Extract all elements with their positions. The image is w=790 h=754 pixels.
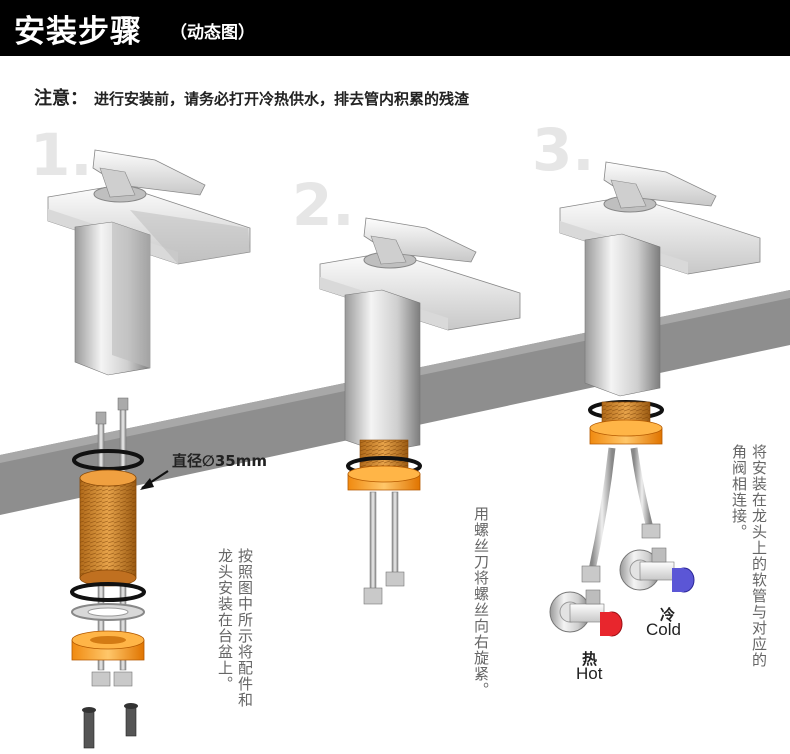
step1-caption-col1: 按照图中所示将配件和 bbox=[236, 548, 254, 708]
step-number-1: 1. bbox=[30, 121, 92, 189]
step-number-3: 3. bbox=[532, 116, 594, 184]
cold-label-en: Cold bbox=[646, 620, 681, 639]
faucet-step-3 bbox=[559, 161, 761, 583]
step2-caption: 用螺丝刀将螺丝向右旋紧。 bbox=[472, 506, 490, 698]
dimension-label: 直径∅35mm bbox=[172, 452, 267, 470]
page-title: 安装步骤 bbox=[14, 14, 142, 50]
title-banner: 安装步骤 （动态图） bbox=[0, 0, 790, 56]
hot-label-cn: 热 bbox=[582, 651, 598, 668]
cold-angle-valve bbox=[619, 547, 695, 593]
hot-label-en: Hot bbox=[576, 664, 603, 683]
notice-label: 注意： bbox=[34, 88, 88, 109]
notice-line: 注意： 进行安装前，请务必打开冷热供水，排去管内积累的残渣 bbox=[34, 84, 469, 110]
step3-caption-col2: 角阀相连接。 bbox=[730, 444, 748, 540]
step1-caption-col2: 龙头安装在台盆上。 bbox=[216, 548, 234, 692]
step3-caption-col1: 将安装在龙头上的软管与对应的 bbox=[750, 444, 768, 668]
cold-label-cn: 冷 bbox=[660, 607, 676, 624]
step-number-2: 2. bbox=[292, 171, 354, 239]
faucet-step-1 bbox=[47, 149, 251, 376]
mounting-parts-exploded bbox=[70, 397, 146, 749]
hot-angle-valve bbox=[549, 589, 623, 637]
notice-text: 进行安装前，请务必打开冷热供水，排去管内积累的残渣 bbox=[94, 90, 470, 108]
page-subtitle: （动态图） bbox=[170, 23, 255, 43]
faucet-step-2 bbox=[319, 217, 521, 605]
